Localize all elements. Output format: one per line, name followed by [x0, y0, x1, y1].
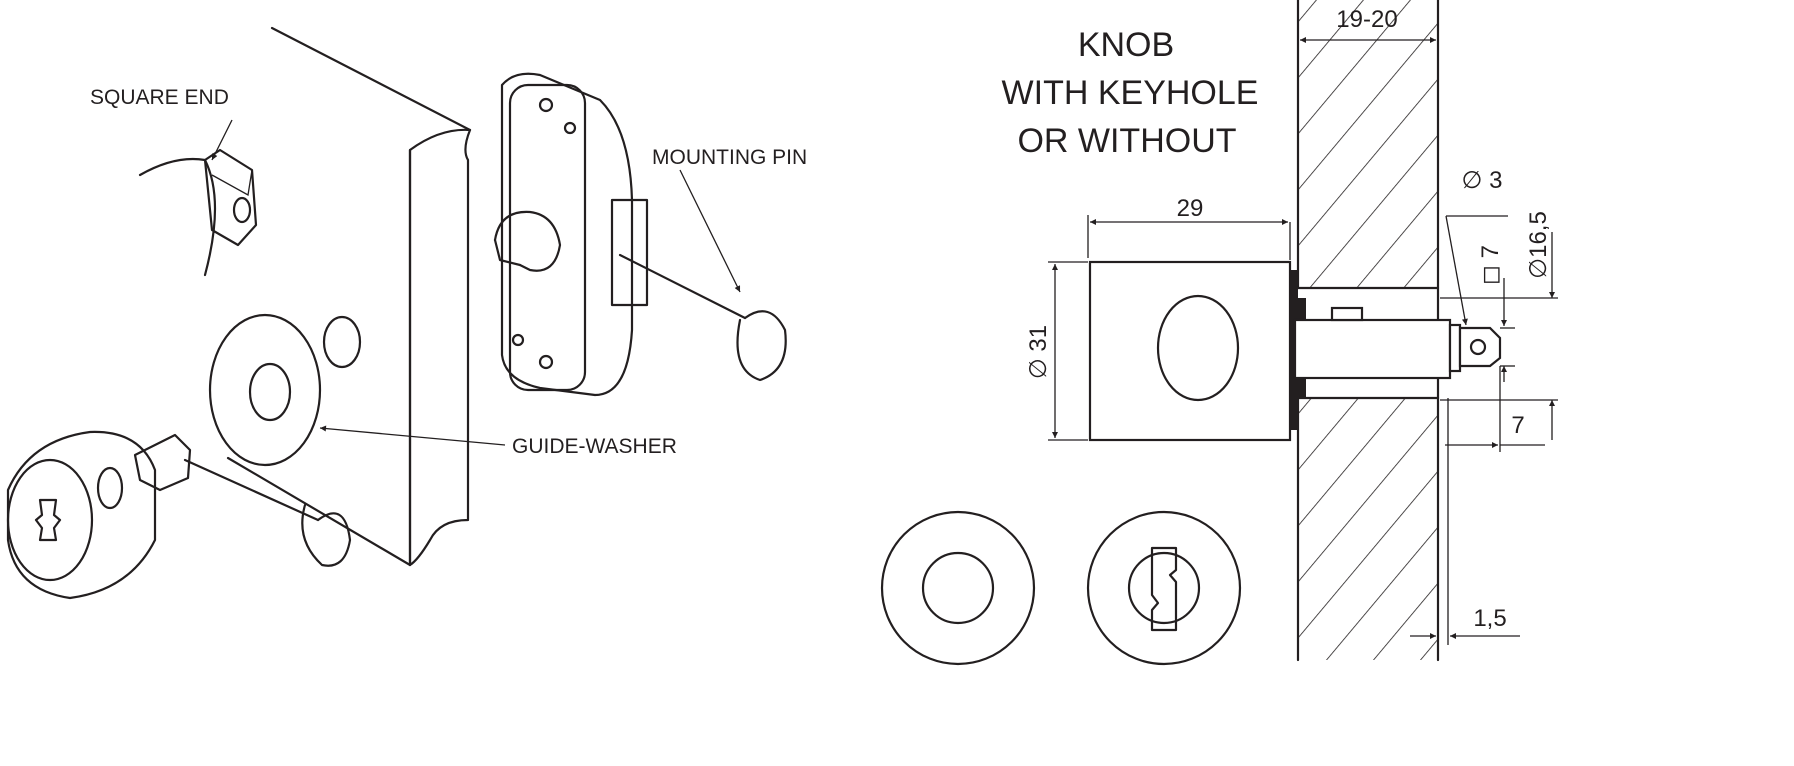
dim-square-size: ◻ 7 [1477, 245, 1504, 285]
title-line-1: KNOB [1078, 26, 1174, 64]
guide-washer [208, 313, 362, 467]
dim-knob-diameter: ∅ 31 [1025, 325, 1052, 379]
dim-door-thickness: 19-20 [1336, 6, 1397, 33]
knob-with-keyhole [6, 430, 352, 600]
mounting-pin [618, 253, 787, 382]
dim-tip-length: 7 [1511, 412, 1524, 439]
front-views [880, 510, 1242, 666]
dimension-lines [1048, 0, 1558, 645]
knob-section [1088, 260, 1502, 442]
label-guide-washer: GUIDE-WASHER [512, 435, 677, 458]
dim-pin-diameter: ∅ 3 [1462, 167, 1503, 194]
dim-knob-length: 29 [1177, 195, 1204, 222]
label-mounting-pin: MOUNTING PIN [652, 146, 807, 169]
label-square-end: SQUARE END [90, 86, 229, 109]
square-end-spindle [138, 148, 258, 277]
dim-washer-thickness: 1,5 [1473, 605, 1506, 632]
title-line-2: WITH KEYHOLE [1002, 74, 1259, 112]
leader-lines [211, 119, 741, 446]
title-line-3: OR WITHOUT [1017, 122, 1236, 160]
dim-hole-diameter: ∅16,5 [1525, 211, 1552, 279]
door-panel [226, 26, 472, 567]
lock-body [493, 72, 649, 397]
